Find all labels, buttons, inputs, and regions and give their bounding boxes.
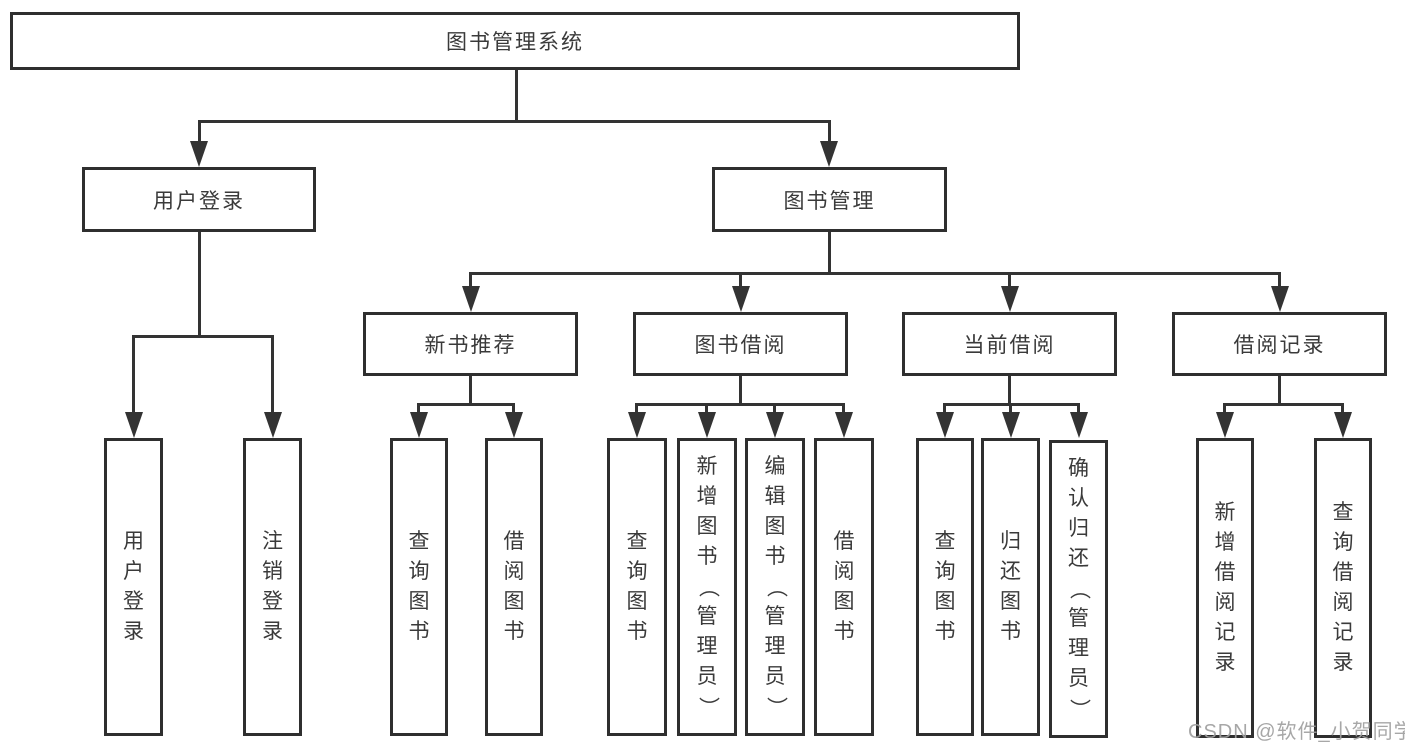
connector-line [271,335,274,416]
node-label: 编辑图书（管理员） [764,455,787,718]
node-book-borrowing: 图书借阅 [633,312,848,376]
node-label: 确认归还（管理员） [1067,457,1091,720]
arrow-down-icon [462,286,480,312]
connector-line [1008,376,1011,403]
leaf-query-books-borrowing: 查询图书 [607,438,667,736]
node-label: 图书借阅 [694,334,787,357]
leaf-borrow-books: 借阅图书 [814,438,874,736]
node-label: 新书推荐 [424,334,517,357]
connector-line [1278,272,1281,290]
connector-line [132,335,135,416]
leaf-edit-books-admin: 编辑图书（管理员） [745,438,805,736]
node-label: 注销登录 [262,530,283,643]
node-label: 借阅记录 [1233,334,1326,357]
arrow-down-icon [1334,412,1352,438]
connector-line [515,70,518,120]
node-label: 查询借阅记录 [1332,501,1354,674]
arrow-down-icon [732,286,750,312]
connector-line [469,376,472,403]
leaf-add-books-admin: 新增图书（管理员） [677,438,737,736]
node-label: 查询图书 [626,530,648,643]
connector-line [739,376,742,403]
node-book-management: 图书管理 [712,167,947,232]
connector-line [828,120,831,146]
node-current-borrowing: 当前借阅 [902,312,1117,376]
connector-line [1278,376,1281,403]
connector-line [828,232,831,272]
connector-line [1223,403,1344,406]
arrow-down-icon [1070,412,1088,438]
arrow-down-icon [835,412,853,438]
arrow-down-icon [190,141,208,167]
node-label: 借阅图书 [503,530,525,643]
node-label: 图书管理系统 [446,31,584,54]
leaf-return-books: 归还图书 [981,438,1040,736]
arrow-down-icon [1271,286,1289,312]
node-label: 借阅图书 [833,530,855,643]
connector-line [842,403,845,416]
connector-line [1341,403,1344,416]
connector-line [943,403,946,416]
arrow-down-icon [628,412,646,438]
arrow-down-icon [936,412,954,438]
leaf-borrow-books-recommend: 借阅图书 [485,438,543,736]
arrow-down-icon [820,141,838,167]
connector-line [512,403,515,416]
node-label: 图书管理 [783,189,876,213]
node-library-management-system: 图书管理系统 [10,12,1020,70]
arrow-down-icon [125,412,143,438]
node-label: 新增借阅记录 [1214,501,1236,674]
arrow-down-icon [1002,412,1020,438]
node-label: 归还图书 [1000,530,1021,643]
connector-line [1077,403,1080,416]
connector-line [1223,403,1226,416]
leaf-query-borrowing-record: 查询借阅记录 [1314,438,1372,738]
connector-line [773,403,776,416]
arrow-down-icon [1001,286,1019,312]
connector-line [417,403,515,406]
connector-line [1009,403,1012,416]
arrow-down-icon [410,412,428,438]
node-label: 新增图书（管理员） [696,455,719,718]
leaf-user-login: 用户登录 [104,438,163,736]
connector-line [739,272,742,290]
arrow-down-icon [1216,412,1234,438]
connector-line [635,403,845,406]
node-label: 查询图书 [408,530,430,643]
node-borrowing-records: 借阅记录 [1172,312,1387,376]
connector-line [469,272,472,290]
connector-line [198,120,201,146]
node-label: 用户登录 [123,530,144,643]
node-label: 查询图书 [934,530,956,643]
connector-line [132,335,273,338]
leaf-confirm-return-admin: 确认归还（管理员） [1049,440,1108,738]
connector-line [198,232,201,335]
leaf-query-books-current: 查询图书 [916,438,974,736]
leaf-add-borrowing-record: 新增借阅记录 [1196,438,1254,738]
node-label: 用户登录 [153,189,245,213]
connector-line [705,403,708,416]
node-user-login-group: 用户登录 [82,167,316,232]
connector-line [417,403,420,416]
node-new-book-recommendation: 新书推荐 [363,312,578,376]
connector-line [198,120,830,123]
arrow-down-icon [766,412,784,438]
arrow-down-icon [264,412,282,438]
connector-line [635,403,638,416]
arrow-down-icon [698,412,716,438]
connector-line [469,272,1281,275]
connector-line [1008,272,1011,290]
leaf-query-books-recommend: 查询图书 [390,438,448,736]
leaf-logout: 注销登录 [243,438,302,736]
node-label: 当前借阅 [963,334,1056,357]
arrow-down-icon [505,412,523,438]
csdn-watermark: CSDN @软件_小贺同学 [1188,721,1405,743]
